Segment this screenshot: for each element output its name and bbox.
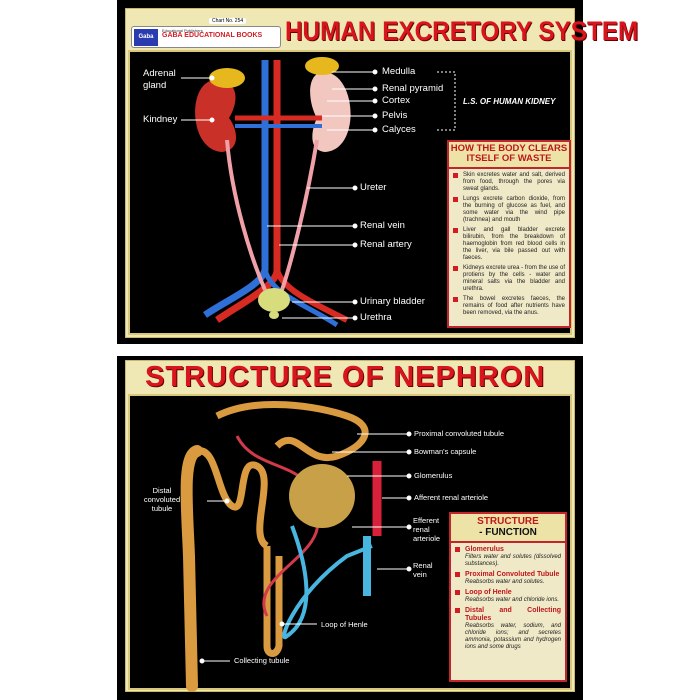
excretory-system-chart: Gaba Educational Publishers GABA EDUCATI…: [117, 0, 638, 344]
label-renal-pyramid: Renal pyramid: [382, 83, 444, 94]
label-renal-vein: Renal vein: [360, 220, 405, 231]
info-item: Liver and gall bladder excrete bilirubin…: [449, 227, 569, 262]
collecting-tubule: [180, 445, 203, 692]
chart-title: STRUCTURE OF NEPHRON: [145, 361, 546, 393]
label-urinary-bladder: Urinary bladder: [360, 296, 425, 307]
kidney-left: [195, 79, 237, 152]
label-ureter: Ureter: [360, 182, 387, 193]
ureter-left: [225, 139, 267, 291]
label-bowmans-capsule: Bowman's capsule: [414, 447, 477, 456]
publisher-header: Gaba Educational Publishers GABA EDUCATI…: [131, 26, 281, 48]
capillaries-blue: [282, 525, 373, 640]
chart-number: Chart No. 254: [209, 18, 247, 24]
aorta-right: [274, 268, 349, 323]
label-renal-vein: Renal vein: [413, 561, 433, 579]
label-calyces: Calyces: [382, 124, 416, 135]
nephron-diagram: [180, 400, 412, 692]
label-renal-artery: Renal artery: [360, 239, 412, 250]
distal-tubule: [196, 447, 270, 550]
info-item: The bowel excretes faeces, the remains o…: [449, 296, 569, 317]
label-urethra: Urethra: [360, 312, 392, 323]
nephron-chart: STRUCTURE OF NEPHRON Proximal convoluted…: [117, 356, 583, 700]
kidney-right: [310, 71, 351, 152]
chart-title: HUMAN EXCRETORY SYSTEM: [285, 16, 639, 46]
label-loop-of-henle: Loop of Henle: [321, 620, 368, 629]
proximal-tubule: [215, 400, 369, 462]
bowmans-capsule: [289, 464, 355, 528]
loop-of-henle: [263, 546, 283, 657]
waste-info-box: HOW THE BODY CLEARS ITSELF OF WASTE Skin…: [447, 140, 571, 328]
urinary-bladder: [258, 288, 290, 312]
excretory-diagram: [181, 57, 456, 328]
label-cortex: Cortex: [382, 95, 410, 106]
label-adrenal-gland: Adrenal gland: [143, 68, 176, 91]
urethra: [269, 311, 279, 319]
info-item: Skin excretes water and salt, derived fr…: [449, 172, 569, 193]
label-proximal-tubule: Proximal convoluted tubule: [414, 429, 505, 438]
label-collecting-tubule: Collecting tubule: [234, 656, 290, 665]
label-afferent-arteriole: Afferent renal arteriole: [414, 493, 489, 502]
ureter-right: [280, 139, 319, 291]
vena-cava-right: [262, 269, 339, 328]
publisher-name: GABA EDUCATIONAL BOOKS: [162, 32, 263, 39]
info-box-title: HOW THE BODY CLEARS ITSELF OF WASTE: [449, 142, 569, 169]
label-glomerulus: Glomerulus: [414, 471, 453, 480]
adrenal-gland-right: [305, 57, 339, 75]
info-box-title: STRUCTURE- FUNCTION: [451, 514, 565, 543]
label-distal-tubule: Distal convoluted tubule: [143, 486, 181, 513]
info-item: Kidneys excrete urea - from the use of p…: [449, 265, 569, 293]
kidney-section-subtitle: L.S. OF HUMAN KIDNEY: [463, 97, 556, 106]
label-pelvis: Pelvis: [382, 110, 408, 121]
publisher-tag: Educational Publishers: [162, 28, 203, 33]
label-kidney: Kindney: [143, 114, 178, 125]
adrenal-gland-left: [209, 68, 245, 88]
info-item: Lungs excrete carbon dioxide, from the b…: [449, 196, 569, 224]
label-efferent-arteriole: Efferent renal arteriole: [413, 516, 441, 543]
logo: Gaba: [134, 29, 158, 46]
label-medulla: Medulla: [382, 66, 416, 77]
